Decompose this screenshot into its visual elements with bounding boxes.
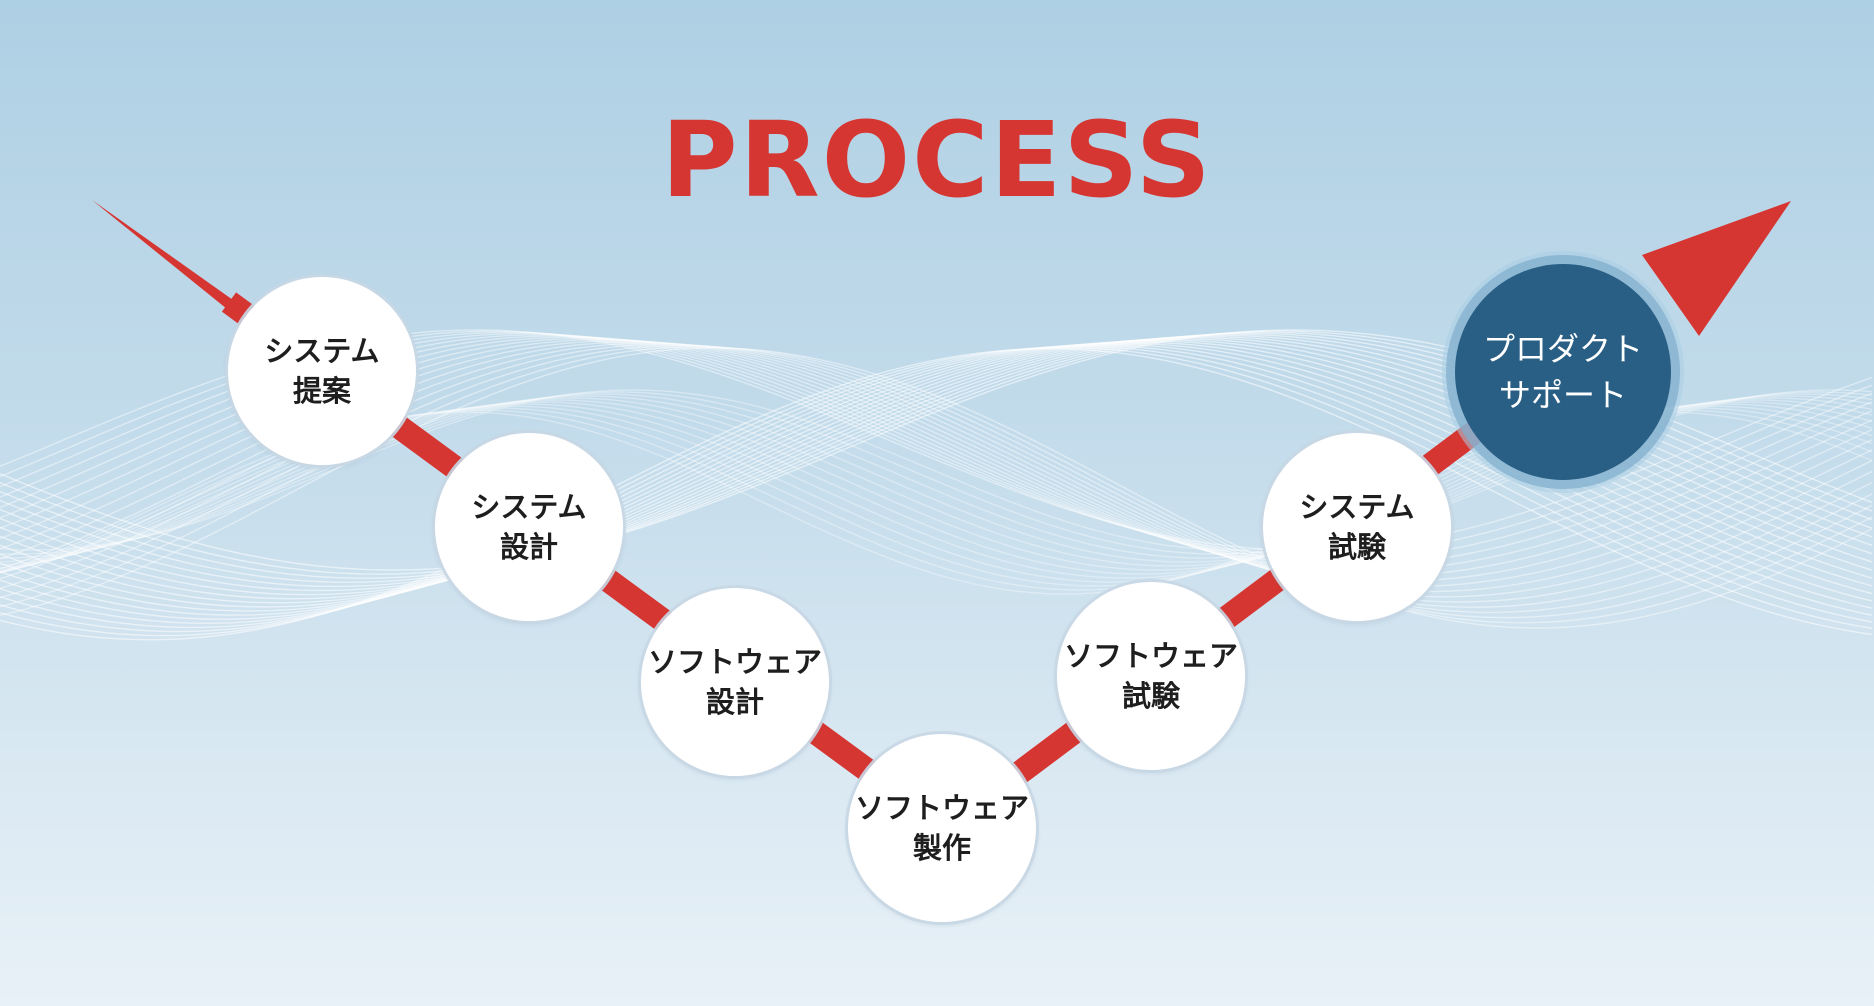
wave-line [0,348,1873,641]
step-label-line1: システム [264,334,380,368]
step-software-production: ソフトウェア 製作 [848,734,1036,922]
step-label-line1: システム [471,490,587,524]
step-system-design: システム 設計 [435,433,623,621]
step-label-line2: 試験 [1327,530,1386,564]
step-label-line2: 製作 [912,831,971,865]
arrow-head-icon [1642,201,1791,336]
step-label-line2: 試験 [1121,679,1180,713]
step-label-line1: システム [1299,490,1415,524]
wave-line [0,347,1873,629]
step-label-line2: 提案 [292,374,351,408]
wave-line [0,346,1873,624]
step-software-design: ソフトウェア 設計 [641,588,829,776]
step-label-line1: ソフトウェア [647,645,822,679]
step-label-line2: 設計 [499,530,558,564]
step-label-line1: プロダクト [1482,330,1643,368]
wave-line [0,344,1873,629]
step-label-line2: サポート [1498,376,1627,414]
step-label-line2: 設計 [705,685,764,719]
step-system-testing: システム 試験 [1263,433,1451,621]
step-label-line1: ソフトウェア [1063,639,1238,673]
step-system-proposal: システム 提案 [228,277,416,465]
step-product-support: プロダクト サポート [1455,264,1671,480]
step-label-line1: ソフトウェア [854,791,1029,825]
wave-line [0,343,1873,625]
page-title: PROCESS [661,99,1213,221]
arrow-tail [92,200,233,309]
step-software-testing: ソフトウェア 試験 [1057,582,1245,770]
